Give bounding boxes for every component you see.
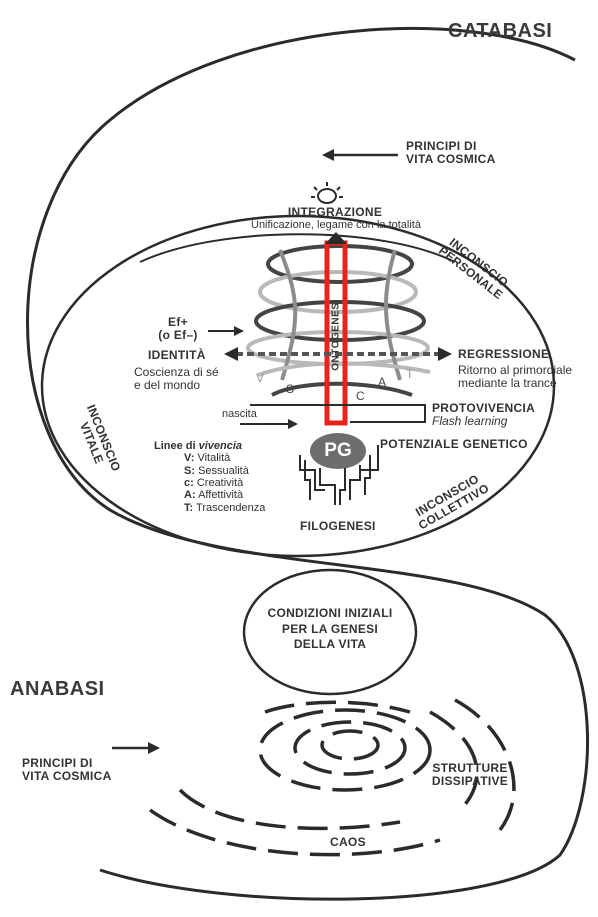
legend-title-prefix: Linee di	[154, 440, 199, 452]
identita-subtitle: Coscienza di sé e del mondo	[134, 365, 219, 393]
caos-label: CAOS	[330, 835, 366, 849]
identita-sub-line1: Coscienza di sé	[134, 365, 219, 379]
spiral-letter-a: A	[378, 375, 387, 389]
nascita-arrowhead	[288, 419, 298, 429]
legend-text: Sessualità	[198, 464, 249, 477]
filogenesi-roots	[299, 445, 379, 505]
condizioni-line2: PER LA GENESI	[281, 621, 379, 636]
protovivencia-label: PROTOVIVENCIA	[432, 401, 536, 415]
ontogenesi-arrowhead	[325, 232, 347, 244]
ontogenesi-label: ONTOGENESI	[330, 299, 342, 371]
ef-label: Ef+ (o Ef–)	[150, 315, 206, 343]
strutture-line2: DISSIPATIVE	[431, 774, 509, 789]
sun-icon	[311, 182, 343, 204]
flash-learning-label: Flash learning	[432, 414, 508, 428]
ef-arrowhead	[234, 326, 244, 336]
legend-item: S: Sessualità	[154, 465, 265, 477]
principi-top-line2: VITA COSMICA	[406, 152, 496, 167]
legend-item: A: Affettività	[154, 489, 265, 501]
condizioni-ellipse	[242, 568, 418, 696]
principi-bottom-line2: VITA COSMICA	[22, 769, 112, 784]
legend-key: V:	[184, 452, 195, 465]
nascita-label: nascita	[222, 408, 257, 420]
spiral-letter-c: C	[356, 389, 365, 403]
regressione-sub-line2: mediante la trance	[458, 376, 557, 391]
filogenesi-label: FILOGENESI	[300, 519, 376, 533]
pg-label: PG	[324, 440, 352, 461]
principi-bottom-line1: PRINCIPI DI	[22, 756, 93, 770]
title-catabasi: CATABASI	[448, 20, 553, 42]
vivencia-spiral	[246, 244, 431, 397]
integrazione-label: INTEGRAZIONE	[287, 205, 383, 219]
legend-key: c:	[184, 476, 194, 489]
strutture-label: STRUTTURE DISSIPATIVE	[420, 761, 520, 789]
legend-text: Creatività	[196, 476, 244, 489]
condizioni-line3: DELLA VITA	[293, 637, 367, 652]
principi-top-line1: PRINCIPI DI	[406, 139, 477, 153]
spiral-letter-v: V	[256, 371, 265, 385]
regressione-label: REGRESSIONE	[458, 347, 550, 361]
integrazione-subtitle: Unificazione, legame con la totalità	[251, 219, 421, 231]
caos-arcs	[148, 698, 516, 857]
identita-label: IDENTITÀ	[148, 348, 206, 362]
regressione-arrowhead	[438, 347, 452, 361]
protovivencia-bracket	[250, 404, 426, 423]
identita-arrowhead	[224, 347, 238, 361]
strutture-line1: STRUTTURE	[432, 761, 508, 775]
legend-key: A:	[184, 489, 196, 502]
identita-sub-line2: e del mondo	[134, 378, 201, 393]
legend-item: T: Trascendenza	[154, 502, 265, 514]
title-anabasi: ANABASI	[10, 678, 105, 700]
condizioni-line1: CONDIZIONI INIZIALI	[267, 606, 393, 620]
condizioni-label: CONDIZIONI INIZIALI PER LA GENESI DELLA …	[250, 606, 410, 653]
spiral-letter-s: S	[286, 382, 295, 396]
legend-title-italic: vivencia	[198, 440, 243, 452]
legend-item: V: Vitalità	[154, 452, 265, 464]
principi-bottom-arrowhead	[148, 742, 160, 754]
legend-key: T:	[184, 501, 194, 514]
principi-bottom-label: PRINCIPI DI VITA COSMICA	[22, 756, 112, 784]
legend-key: S:	[184, 464, 195, 477]
legend-text: Vitalità	[197, 452, 231, 465]
potenziale-genetico-label: POTENZIALE GENETICO	[380, 437, 528, 451]
ef-line2: (o Ef–)	[158, 328, 198, 343]
principi-top-arrowhead	[322, 149, 334, 161]
legend-item: c: Creatività	[154, 477, 265, 489]
principi-top-label: PRINCIPI DI VITA COSMICA	[406, 139, 496, 167]
legend-title: Linee di vivencia	[154, 440, 265, 452]
legend-text: Affettività	[198, 489, 244, 502]
regressione-subtitle: Ritorno al primordiale mediante la tranc…	[458, 363, 573, 391]
spiral-letter-t: T	[406, 367, 414, 381]
ef-line1: Ef+	[168, 315, 188, 329]
regressione-sub-line1: Ritorno al primordiale	[458, 363, 573, 377]
legend-vivencia: Linee di vivencia V: Vitalità S: Sessual…	[154, 440, 265, 514]
inner-ellipse	[40, 214, 556, 558]
legend-text: Trascendenza	[196, 501, 266, 514]
integrazione-arc	[139, 233, 456, 263]
pg-circle	[310, 433, 366, 469]
